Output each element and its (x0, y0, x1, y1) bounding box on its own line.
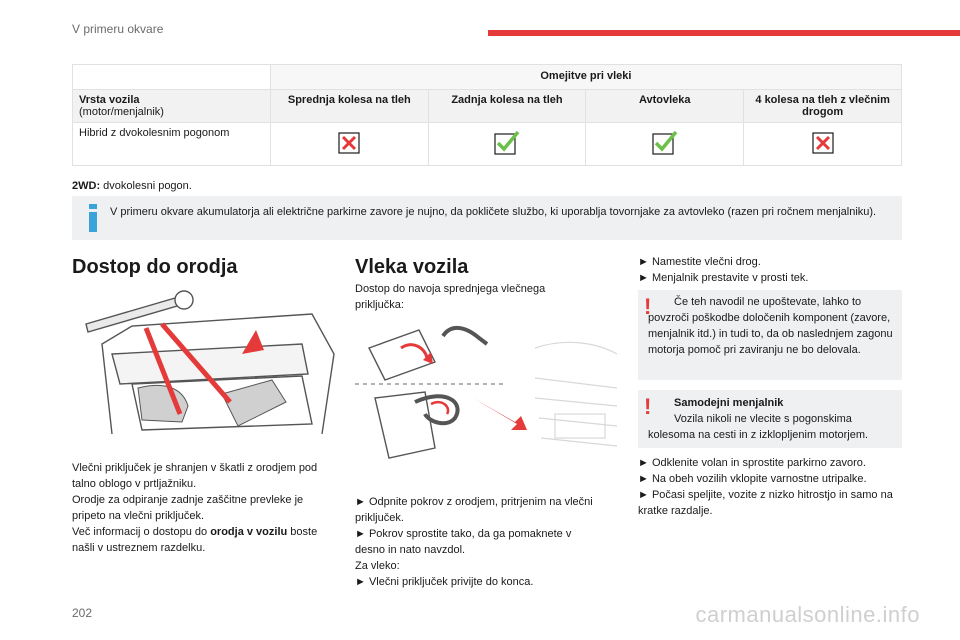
warning-box-1: ! Če teh navodil ne upoštevate, lahko to… (638, 290, 902, 380)
col-header-four-wheels: 4 kolesa na tleh z vlečnim drogom (743, 89, 902, 123)
vehicle-type-sub: (motor/menjalnik) (79, 106, 164, 118)
vehicle-type-header: Vrsta vozila (motor/menjalnik) (72, 89, 271, 123)
watermark: carmanualsonline.info (695, 602, 920, 627)
warning-icon: ! (644, 394, 652, 419)
warning-box-2: ! Samodejni menjalnik Vozila nikoli ne v… (638, 390, 902, 448)
tow-step-1: ► Namestite vlečni drog. (638, 256, 761, 268)
towing-cover-illustration (355, 326, 617, 459)
col-header-front-wheels: Sprednja kolesa na tleh (269, 89, 429, 123)
tow-step-3: ► Odklenite volan in sprostite parkirno … (638, 457, 866, 469)
tow-step-2: ► Menjalnik prestavite v prosti tek. (638, 272, 809, 284)
row-label: Hibrid z dvokolesnim pogonom (72, 122, 271, 166)
towing-step-3: ► Vlečni priključek privijte do konca. (355, 576, 534, 588)
tow-step-4: ► Na obeh vozilih vklopite varnostne utr… (638, 473, 867, 485)
page-number: 202 (72, 606, 93, 620)
mark-cell (743, 122, 902, 166)
tool-access-illustration (85, 290, 335, 434)
legend-term: 2WD: (72, 180, 101, 192)
chapter-title: V primeru okvare (72, 22, 164, 36)
tools-p3-pre: Več informacij o dostopu do (72, 526, 211, 538)
tools-p3-bold: orodja v vozilu (210, 526, 288, 538)
tools-paragraph-2: Orodje za odpiranje zadnje zaščitne prev… (72, 494, 304, 522)
tools-p3-post: boste našli v ustreznem razdelku. (72, 526, 318, 554)
tools-paragraph-3: Več informacij o dostopu do orodja v voz… (72, 524, 334, 556)
towing-intro: Dostop do navoja sprednjega vlečnega pri… (355, 283, 546, 311)
tools-paragraph-1: Vlečni priključek je shranjen v škatli z… (72, 462, 318, 490)
check-icon (494, 130, 520, 155)
abbrev-legend: 2WD: dvokolesni pogon. (72, 180, 192, 192)
section-title-towing: Vleka vozila (355, 256, 469, 278)
warning-2-text: Vozila nikoli ne vlecite s pogonskima ko… (648, 413, 869, 441)
info-text: V primeru okvare akumulatorja ali elektr… (110, 206, 877, 218)
table-corner-cell (72, 64, 271, 90)
legend-text: dvokolesni pogon. (100, 180, 192, 192)
towing-step-1: ► Odpnite pokrov z orodjem, pritrjenim n… (355, 496, 593, 524)
header-accent-bar (488, 30, 960, 36)
warning-icon: ! (644, 294, 652, 319)
mark-cell (585, 122, 745, 166)
towing-for-label: Za vleko: (355, 560, 400, 572)
towing-limits-table: Omejitve pri vleki Vrsta vozila (motor/m… (72, 64, 903, 166)
info-box: V primeru okvare akumulatorja ali elektr… (72, 196, 902, 240)
warning-2-title: Samodejni menjalnik (674, 397, 784, 409)
warning-1-text: Če teh navodil ne upoštevate, lahko to p… (648, 296, 893, 356)
towing-step-2: ► Pokrov sprostite tako, da ga pomaknete… (355, 528, 572, 556)
mark-cell (427, 122, 587, 166)
vehicle-type-title: Vrsta vozila (79, 94, 140, 106)
check-icon (652, 130, 678, 155)
table-group-header: Omejitve pri vleki (269, 64, 903, 90)
col-header-rear-wheels: Zadnja kolesa na tleh (427, 89, 587, 123)
col-header-tow-truck: Avtovleka (585, 89, 745, 123)
info-icon (89, 204, 97, 232)
mark-cell (269, 122, 429, 166)
table-row: Hibrid z dvokolesnim pogonom (72, 122, 902, 166)
cross-icon (338, 131, 360, 154)
section-title-tools: Dostop do orodja (72, 256, 238, 278)
cross-icon (812, 131, 834, 154)
tow-step-5: ► Počasi speljite, vozite z nizko hitros… (638, 489, 893, 517)
